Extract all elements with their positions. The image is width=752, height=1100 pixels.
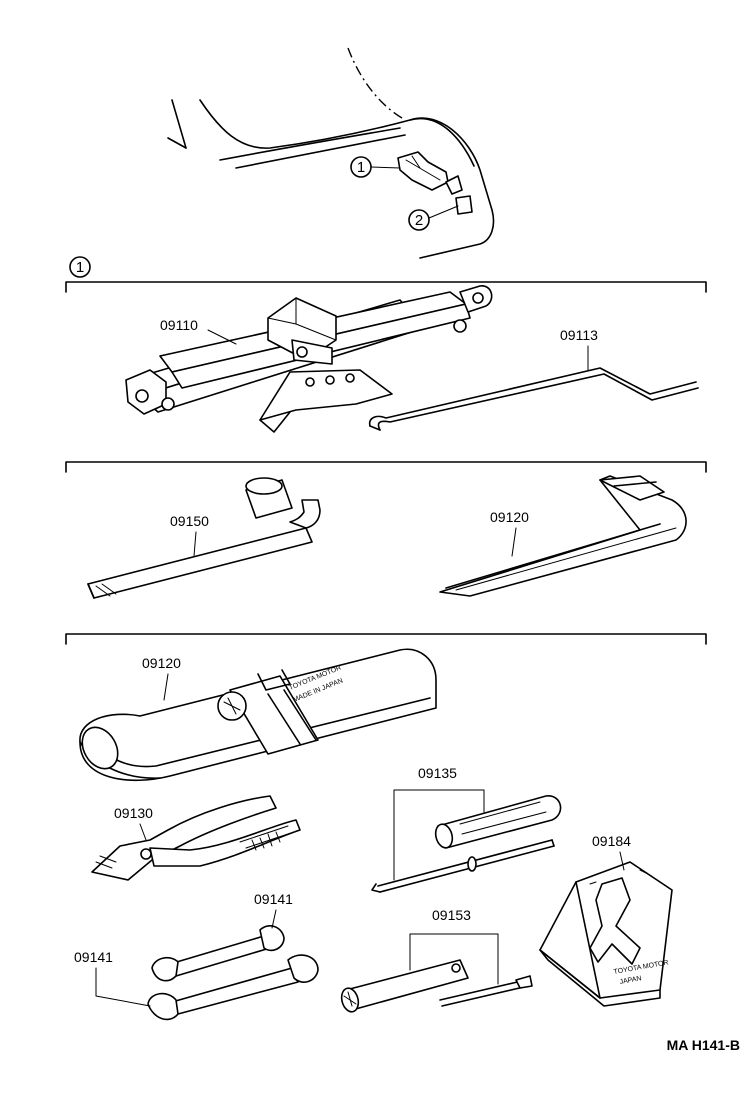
open-end-wrench-upper [151, 925, 285, 982]
wheel-chock: TOYOTA MOTOR JAPAN [539, 861, 673, 1007]
label-wheel-chock: 09184 [592, 833, 631, 849]
section-callout-text: 1 [76, 259, 84, 276]
callout-2-text: 2 [415, 212, 423, 229]
label-plug-wrench: 09153 [432, 907, 471, 923]
open-end-wrench-lower [147, 954, 319, 1021]
label-screwdriver: 09135 [418, 765, 457, 781]
section-1-bracket: 1 [65, 256, 707, 293]
jack-handle [368, 367, 699, 431]
stowed-jack [397, 151, 473, 215]
section-3-bracket [65, 633, 707, 645]
wheel-nut-wrench [87, 477, 321, 599]
pliers [91, 795, 301, 881]
vehicle-outline [167, 47, 495, 259]
label-pliers: 09130 [114, 805, 153, 821]
label-tool-bag: 09120 [142, 655, 181, 671]
figure-code: MA H141-B [667, 1037, 740, 1053]
callout-2: 2 [408, 205, 459, 231]
label-wheel-wrench: 09150 [170, 513, 209, 529]
tool-bag-rolled: TOYOTA MOTOR MADE IN JAPAN [79, 648, 437, 782]
callout-1: 1 [350, 156, 401, 178]
chock-marking-2: JAPAN [619, 975, 642, 986]
label-wrench-lower: 09141 [74, 949, 113, 965]
screwdriver [371, 795, 562, 893]
scissor-jack [125, 285, 493, 433]
tool-bag-folded [439, 475, 687, 597]
label-jack: 09110 [160, 317, 198, 333]
spark-plug-wrench [340, 959, 533, 1013]
callout-1-text: 1 [357, 159, 365, 176]
label-tool-bag-upper: 09120 [490, 509, 529, 525]
label-wrench-upper: 09141 [254, 891, 293, 907]
section-2-bracket [65, 461, 707, 473]
label-jack-handle: 09113 [560, 327, 598, 343]
